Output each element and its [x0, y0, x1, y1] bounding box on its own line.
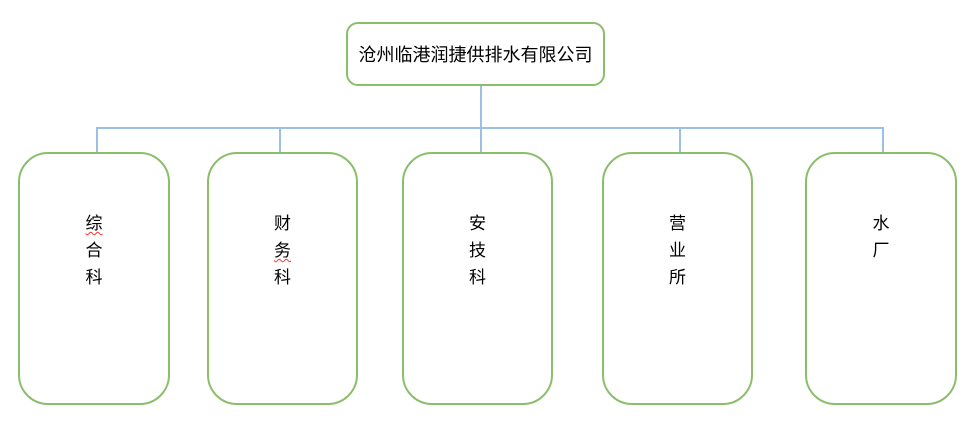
dept-label-char: 综 — [85, 214, 103, 234]
connector-drop-4 — [679, 128, 681, 153]
connector-drop-2 — [279, 128, 281, 153]
dept-label-char: 厂 — [872, 241, 890, 261]
dept-label-char: 业 — [669, 241, 686, 261]
dept-node-label: 水厂 — [873, 154, 890, 403]
dept-node-5[interactable]: 水厂 — [805, 152, 957, 405]
dept-node-1[interactable]: 综合科 — [18, 152, 170, 405]
dept-node-label: 营业所 — [669, 154, 686, 403]
dept-label-char: 所 — [669, 268, 686, 288]
dept-label-char: 科 — [469, 268, 486, 288]
connector-drop-5 — [882, 128, 884, 153]
dept-label-char: 营 — [669, 214, 686, 234]
dept-label-char: 水 — [872, 214, 890, 234]
dept-node-3[interactable]: 安技科 — [402, 152, 553, 405]
dept-node-4[interactable]: 营业所 — [602, 152, 753, 405]
dept-label-char: 科 — [85, 268, 103, 288]
dept-node-label: 财务科 — [274, 154, 291, 403]
dept-node-2[interactable]: 财务科 — [207, 152, 358, 405]
dept-label-char: 财 — [274, 214, 291, 234]
connector-bus — [96, 127, 884, 129]
dept-label-char: 安 — [469, 214, 486, 234]
dept-label-char: 科 — [274, 268, 291, 288]
connector-drop-1 — [96, 128, 98, 153]
dept-label-char: 合 — [85, 241, 103, 261]
dept-node-label: 安技科 — [469, 154, 486, 403]
connector-stem — [480, 86, 482, 128]
dept-node-label: 综合科 — [86, 154, 103, 403]
dept-label-char: 务 — [274, 241, 291, 261]
root-node-label: 沧州临港润捷供排水有限公司 — [358, 45, 593, 66]
root-node[interactable]: 沧州临港润捷供排水有限公司 — [346, 22, 605, 86]
connector-drop-3 — [480, 128, 482, 153]
dept-label-char: 技 — [469, 241, 486, 261]
